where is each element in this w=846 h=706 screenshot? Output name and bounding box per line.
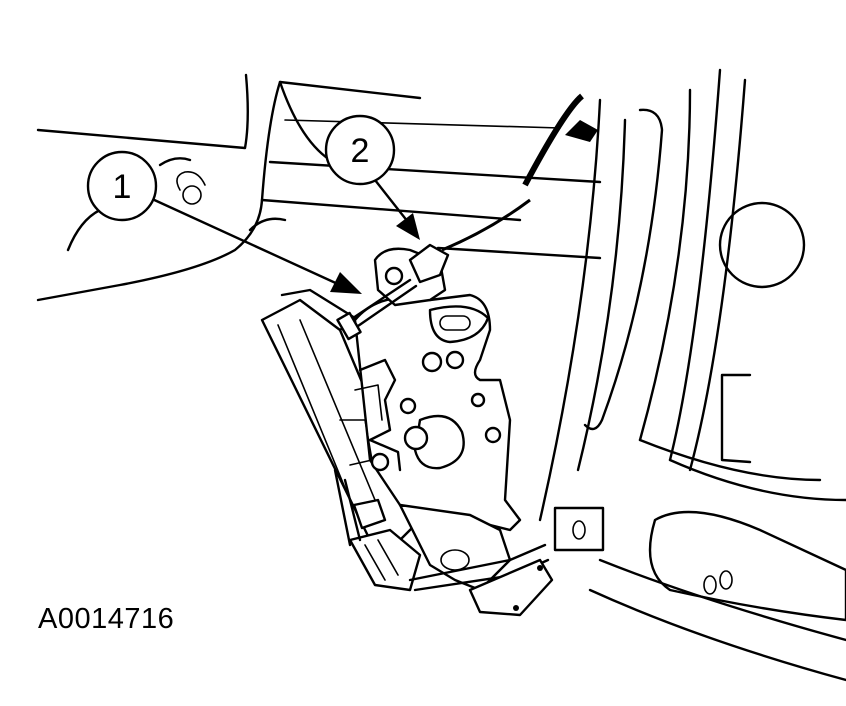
callout-1: 1 [86,150,158,222]
callout-1-leader [148,196,362,294]
door-latch-assembly [260,243,554,617]
actuator-cable [441,93,598,252]
right-bracket [720,373,752,464]
callout-2-label: 2 [351,132,370,170]
door-beam [260,119,602,260]
callout-2: 2 [324,114,396,186]
callout-1-label: 1 [113,168,132,206]
callout-2-leader [373,178,420,240]
access-hole [718,201,806,289]
square-bracket [553,506,605,552]
door-panel-outline [36,73,422,302]
glass-run-channel [538,68,846,682]
lower-right-recess [648,510,846,622]
figure-reference-code: A0014716 [38,603,175,635]
